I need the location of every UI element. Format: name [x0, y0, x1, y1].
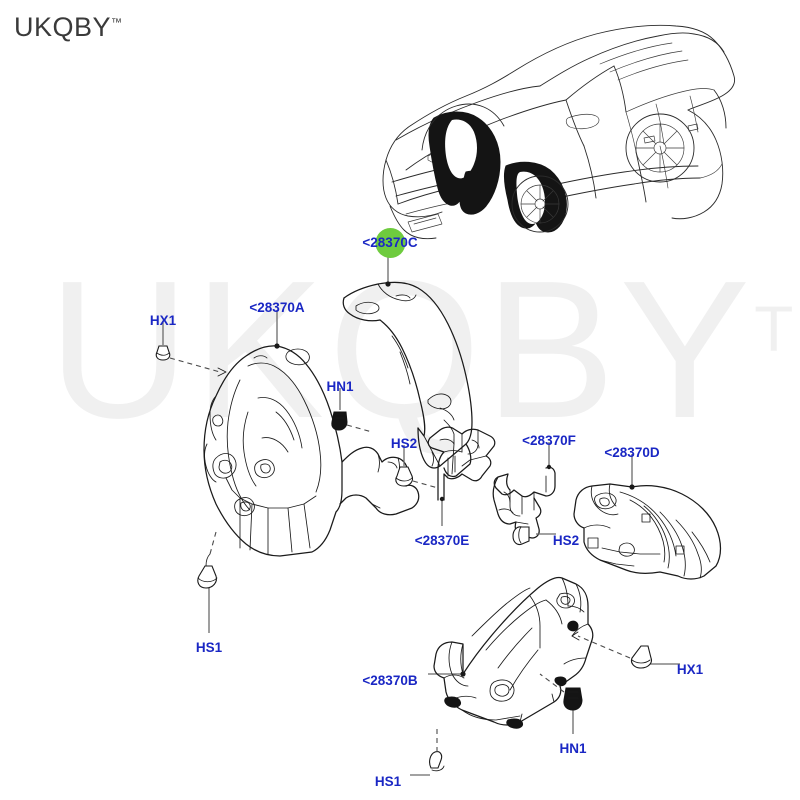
- vehicle-illustration: [382, 24, 735, 240]
- brand-logo-text: UKQBY: [14, 12, 112, 42]
- callout-hx1-front[interactable]: HX1: [149, 313, 177, 328]
- fastener-hx1-front: [155, 322, 227, 377]
- fastener-hs2-right: [512, 526, 556, 546]
- callout-28370b[interactable]: <28370B: [362, 673, 418, 688]
- fastener-hs1-left: [197, 531, 218, 633]
- callout-28370e[interactable]: <28370E: [414, 533, 470, 548]
- fastener-hn1-front: [331, 388, 373, 433]
- part-28370a: [203, 310, 420, 557]
- callout-hn1-rear[interactable]: HN1: [559, 741, 587, 756]
- part-28370e: [427, 426, 496, 526]
- part-28370d: [573, 454, 722, 580]
- fastener-hs2-left: [395, 445, 439, 489]
- brand-trademark: ™: [111, 17, 123, 29]
- callout-28370a[interactable]: <28370A: [249, 300, 305, 315]
- callout-hs2-left[interactable]: HS2: [390, 436, 418, 451]
- part-28370f: [492, 442, 556, 539]
- callout-28370c[interactable]: <28370C: [362, 228, 418, 257]
- callout-hs2-right[interactable]: HS2: [552, 533, 580, 548]
- fastener-hn1-rear: [539, 673, 583, 734]
- callout-hn1-front[interactable]: HN1: [326, 379, 354, 394]
- callout-28370d[interactable]: <28370D: [604, 445, 660, 460]
- fastener-hs1-bottom: [410, 728, 445, 776]
- brand-logo: UKQBY™: [14, 14, 122, 41]
- callout-28370f[interactable]: <28370F: [522, 433, 576, 448]
- part-28370b: [428, 576, 594, 729]
- callout-hs1-bottom[interactable]: HS1: [374, 774, 402, 789]
- callout-hx1-rear[interactable]: HX1: [676, 662, 704, 677]
- fastener-hx1-rear: [571, 631, 680, 669]
- callout-hs1-left[interactable]: HS1: [195, 640, 223, 655]
